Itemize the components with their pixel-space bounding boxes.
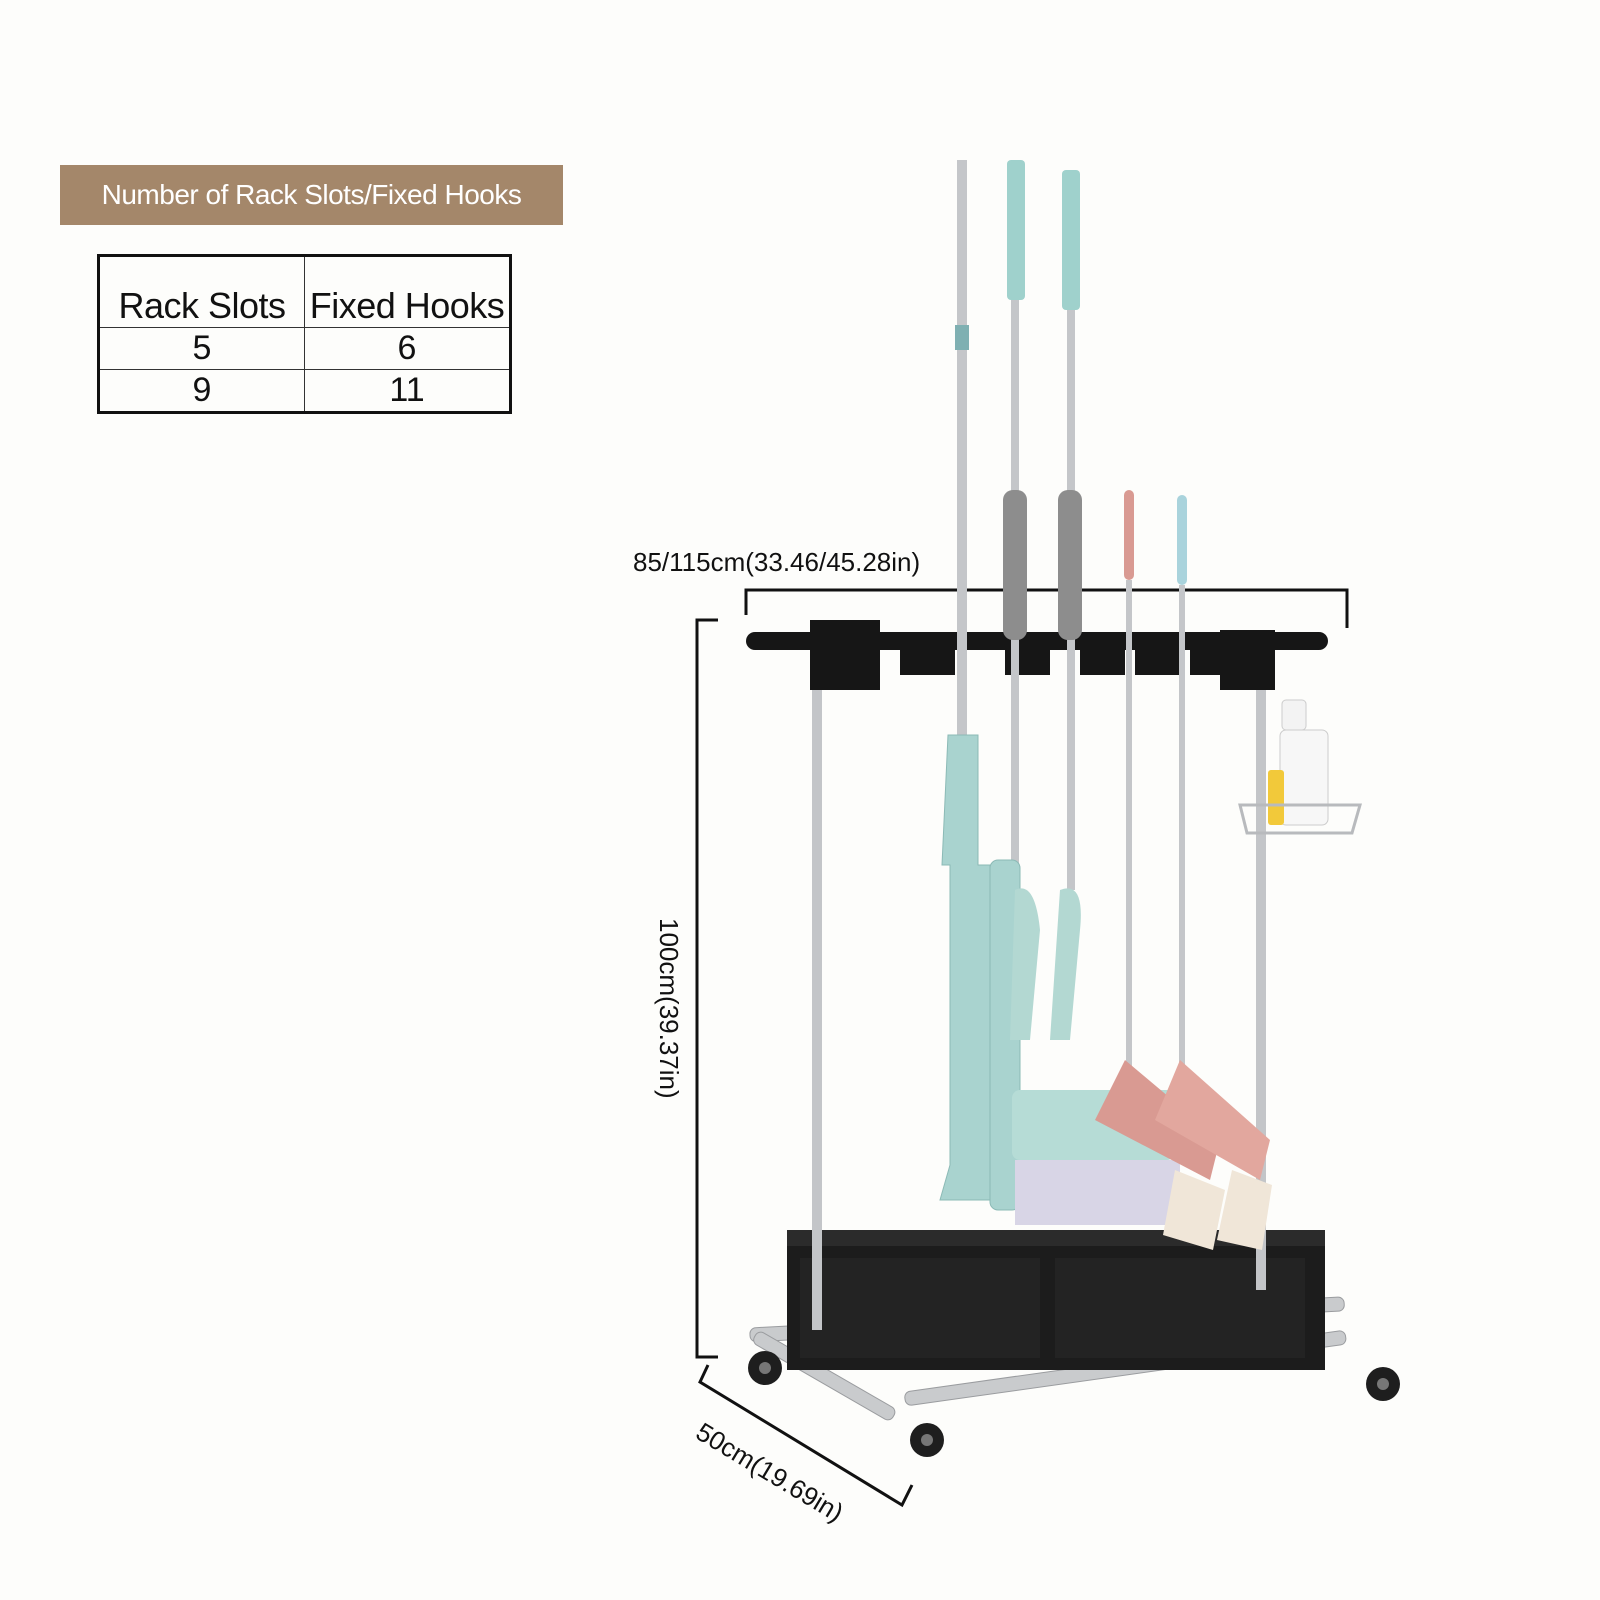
width-dimension-line xyxy=(744,588,1349,628)
table-header-row: Rack Slots Fixed Hooks xyxy=(98,255,511,328)
header-rack-slots: Rack Slots xyxy=(98,255,305,328)
cell-rack-slots: 9 xyxy=(98,369,305,413)
storage-bin xyxy=(787,1230,1325,1370)
depth-label: 50cm(19.69in) xyxy=(691,1416,849,1527)
flat-mop xyxy=(939,734,1021,1211)
height-dimension-line xyxy=(695,618,718,1359)
spec-banner: Number of Rack Slots/Fixed Hooks xyxy=(60,165,563,225)
cell-fixed-hooks: 11 xyxy=(304,369,511,413)
upright-poles xyxy=(812,680,1266,1330)
caster-wheels xyxy=(748,1351,1400,1457)
table-row: 9 11 xyxy=(98,369,511,413)
height-label: 100cm(39.37in) xyxy=(654,918,684,1099)
hook-bar xyxy=(746,620,1328,690)
brooms xyxy=(1095,1060,1272,1250)
spec-table: Rack Slots Fixed Hooks 5 6 9 11 xyxy=(97,254,512,414)
sponge-mops xyxy=(1010,888,1180,1225)
side-caddy xyxy=(1238,699,1362,835)
depth-dimension-line xyxy=(698,1364,914,1508)
width-label: 85/115cm(33.46/45.28in) xyxy=(633,547,920,577)
mop-handles xyxy=(955,160,1187,1070)
header-fixed-hooks: Fixed Hooks xyxy=(304,255,511,328)
